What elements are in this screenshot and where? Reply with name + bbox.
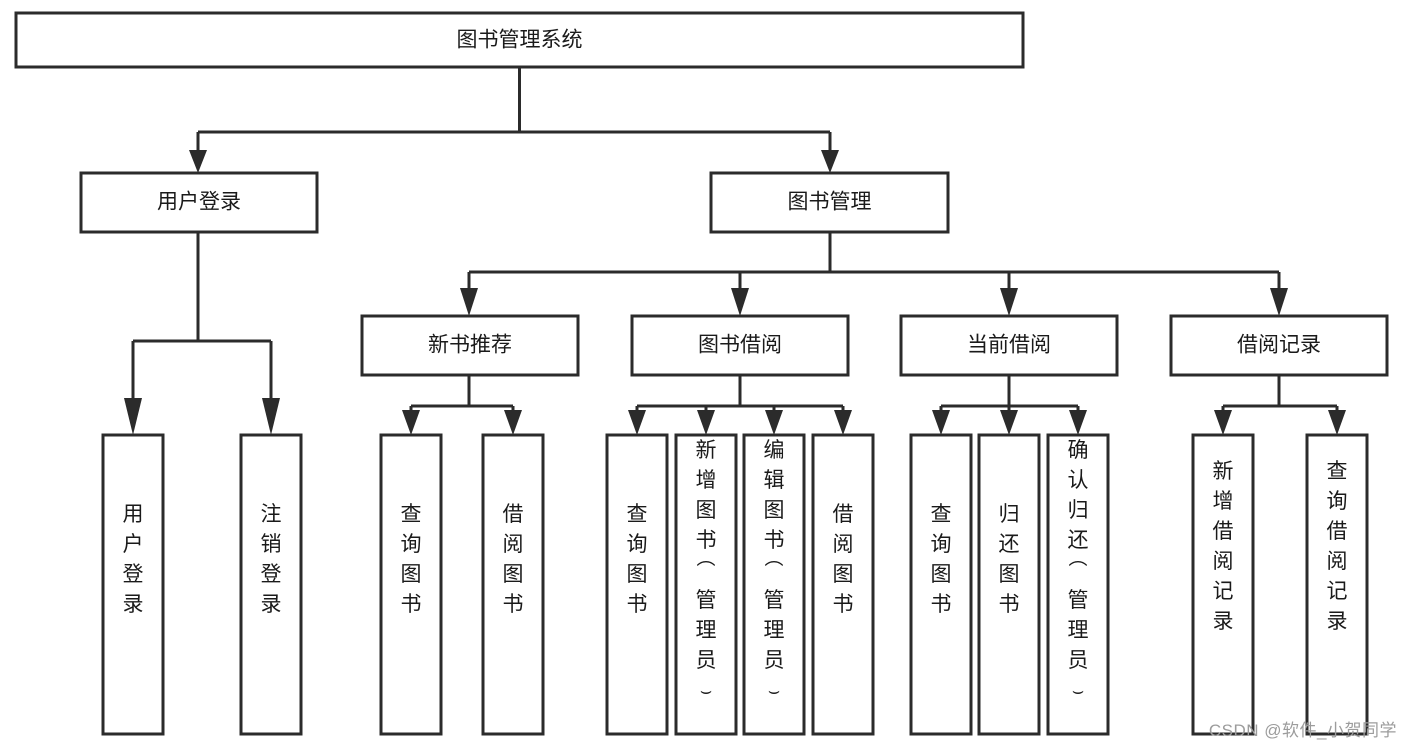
node-leaf-add-record[interactable]: 新增借阅记录 (1191, 433, 1255, 736)
arrow-to-leaf-return-book (1000, 410, 1018, 435)
node-leaf-query-record-label: 查询借阅记录 (1327, 460, 1348, 633)
node-leaf-query-book-3-label: 查询图书 (931, 503, 952, 616)
arrow-to-leaf-borrow-book-1 (504, 410, 522, 435)
node-borrow-record[interactable]: 借阅记录 (1169, 314, 1389, 377)
node-new-book-recommend-label: 新书推荐 (428, 334, 512, 357)
node-root-box[interactable] (14, 11, 1025, 69)
node-leaf-confirm-return-box[interactable] (1046, 433, 1110, 736)
edges-group (124, 67, 1346, 435)
node-book-borrow-box[interactable] (630, 314, 850, 377)
node-leaf-query-book-2-label: 查询图书 (627, 503, 648, 616)
node-leaf-user-login-box[interactable] (101, 433, 165, 736)
node-leaf-query-book-3-box[interactable] (909, 433, 973, 736)
node-leaf-query-book-2[interactable]: 查询图书 (605, 433, 669, 736)
node-leaf-borrow-book-2-label: 借阅图书 (833, 503, 854, 616)
node-leaf-user-logout-label: 注销登录 (261, 503, 282, 616)
node-borrow-record-label: 借阅记录 (1237, 334, 1321, 357)
arrow-to-leaf-user-login (124, 398, 142, 435)
node-leaf-confirm-return[interactable]: 确认归还⌒管理员⌣ (1046, 433, 1110, 736)
node-leaf-add-record-box[interactable] (1191, 433, 1255, 736)
arrow-to-leaf-add-book (697, 410, 715, 435)
arrow-to-leaf-query-book-1 (402, 410, 420, 435)
node-leaf-borrow-book-1-label: 借阅图书 (503, 503, 524, 616)
node-user-login-label: 用户登录 (157, 191, 241, 214)
node-leaf-add-record-label: 新增借阅记录 (1213, 460, 1234, 633)
arrow-to-leaf-query-book-2 (628, 410, 646, 435)
arrow-to-new-book-recommend (460, 288, 478, 316)
node-leaf-confirm-return-label: 确认归还⌒管理员⌣ (1068, 439, 1089, 702)
arrow-to-user-login (189, 150, 207, 173)
node-new-book-recommend[interactable]: 新书推荐 (360, 314, 580, 377)
node-current-borrow-box[interactable] (899, 314, 1119, 377)
node-leaf-query-book-1[interactable]: 查询图书 (379, 433, 443, 736)
node-leaf-borrow-book-1[interactable]: 借阅图书 (481, 433, 545, 736)
node-leaf-query-record-box[interactable] (1305, 433, 1369, 736)
node-leaf-user-login[interactable]: 用户登录 (101, 433, 165, 736)
node-book-borrow[interactable]: 图书借阅 (630, 314, 850, 377)
node-current-borrow-label: 当前借阅 (967, 334, 1051, 357)
arrow-to-leaf-query-record (1328, 410, 1346, 435)
node-leaf-user-logout[interactable]: 注销登录 (239, 433, 303, 736)
node-root[interactable]: 图书管理系统 (14, 11, 1025, 69)
arrow-to-book-management (821, 150, 839, 173)
arrow-to-leaf-add-record (1214, 410, 1232, 435)
arrow-to-leaf-query-book-3 (932, 410, 950, 435)
node-leaf-edit-book-label: 编辑图书⌒管理员⌣ (764, 439, 785, 702)
arrow-to-leaf-user-logout (262, 398, 280, 435)
node-book-borrow-label: 图书借阅 (698, 334, 782, 357)
node-borrow-record-box[interactable] (1169, 314, 1389, 377)
node-book-management[interactable]: 图书管理 (709, 171, 950, 234)
node-leaf-add-book[interactable]: 新增图书⌒管理员⌣ (674, 433, 738, 736)
node-leaf-borrow-book-2[interactable]: 借阅图书 (811, 433, 875, 736)
arrow-to-leaf-edit-book (765, 410, 783, 435)
node-leaf-query-book-2-box[interactable] (605, 433, 669, 736)
node-leaf-edit-book-box[interactable] (742, 433, 806, 736)
node-leaf-borrow-book-1-box[interactable] (481, 433, 545, 736)
arrow-to-book-borrow (731, 288, 749, 316)
node-leaf-add-book-box[interactable] (674, 433, 738, 736)
arrow-to-current-borrow (1000, 288, 1018, 316)
node-leaf-return-book[interactable]: 归还图书 (977, 433, 1041, 736)
node-new-book-recommend-box[interactable] (360, 314, 580, 377)
node-leaf-edit-book[interactable]: 编辑图书⌒管理员⌣ (742, 433, 806, 736)
node-leaf-borrow-book-2-box[interactable] (811, 433, 875, 736)
node-book-management-label: 图书管理 (788, 191, 872, 214)
node-book-management-box[interactable] (709, 171, 950, 234)
node-root-label: 图书管理系统 (457, 29, 583, 52)
node-current-borrow[interactable]: 当前借阅 (899, 314, 1119, 377)
node-leaf-query-record[interactable]: 查询借阅记录 (1305, 433, 1369, 736)
node-leaf-user-logout-box[interactable] (239, 433, 303, 736)
node-user-login[interactable]: 用户登录 (79, 171, 319, 234)
node-leaf-user-login-label: 用户登录 (123, 503, 144, 616)
node-leaf-add-book-label: 新增图书⌒管理员⌣ (696, 439, 717, 702)
node-user-login-box[interactable] (79, 171, 319, 234)
node-leaf-query-book-3[interactable]: 查询图书 (909, 433, 973, 736)
node-leaf-query-book-1-box[interactable] (379, 433, 443, 736)
arrow-to-borrow-record (1270, 288, 1288, 316)
node-leaf-return-book-box[interactable] (977, 433, 1041, 736)
arrow-to-leaf-borrow-book-2 (834, 410, 852, 435)
node-leaf-query-book-1-label: 查询图书 (401, 503, 422, 616)
arrow-to-leaf-confirm-return (1069, 410, 1087, 435)
node-leaf-return-book-label: 归还图书 (999, 503, 1020, 616)
